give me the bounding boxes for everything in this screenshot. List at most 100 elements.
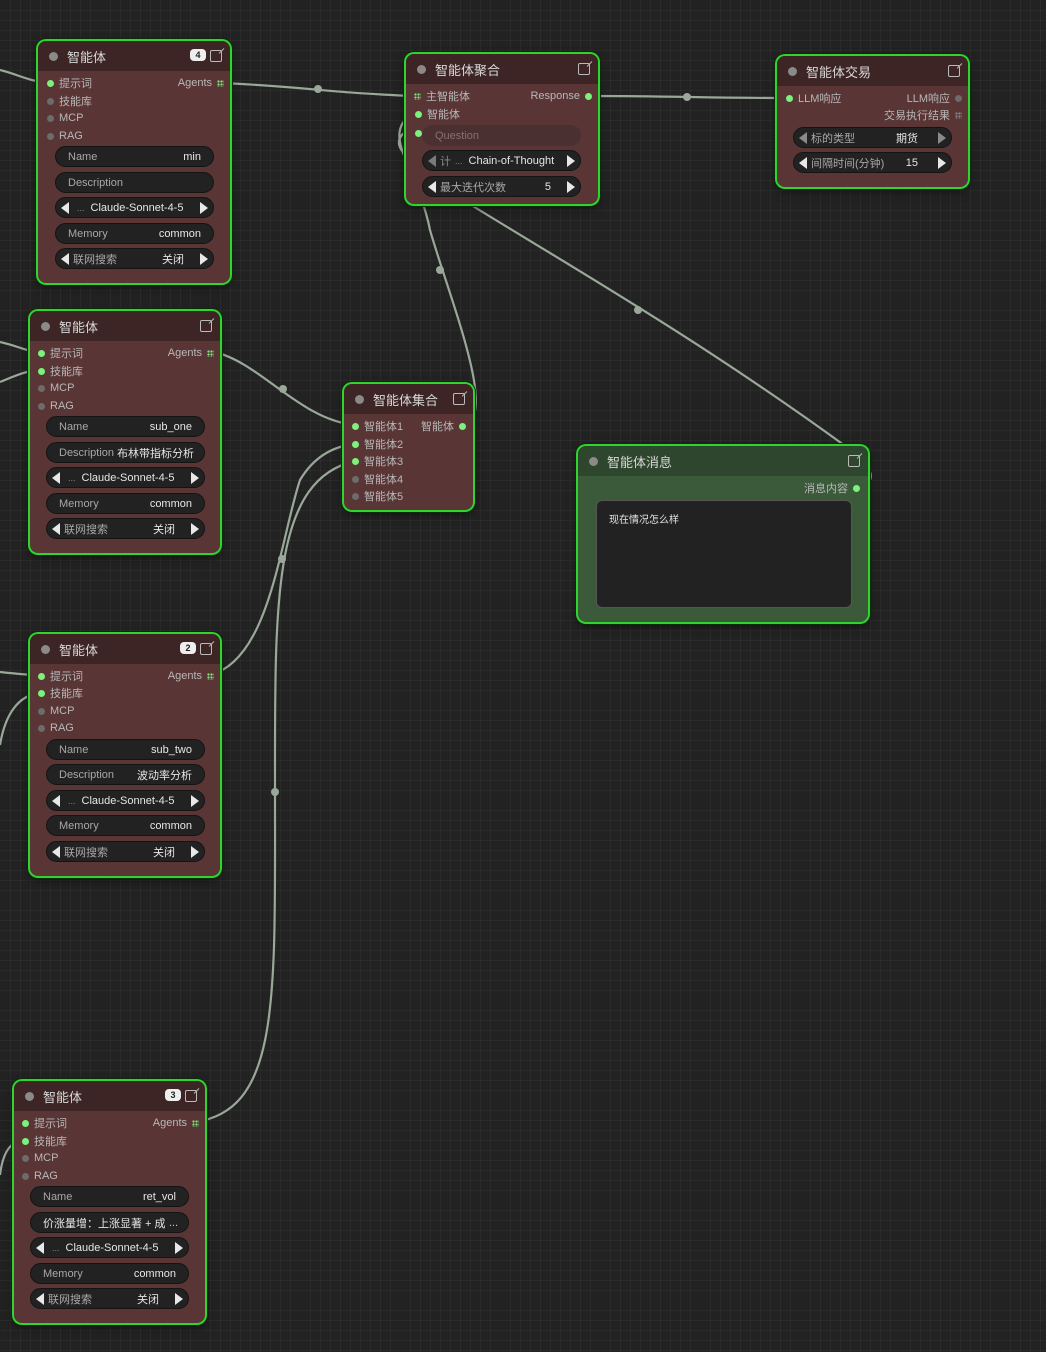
output-port-icon[interactable] [955, 111, 962, 119]
arrow-left-icon[interactable] [52, 471, 60, 484]
input-port-icon[interactable] [415, 110, 422, 118]
input-slot-mcp[interactable]: MCP [22, 1149, 58, 1167]
arrow-right-icon[interactable] [175, 1292, 183, 1305]
input-port-icon[interactable] [47, 132, 54, 140]
edit-icon[interactable] [200, 643, 212, 655]
arrow-right-icon[interactable] [200, 201, 208, 214]
link-midpoint[interactable] [314, 85, 322, 93]
input-port-icon[interactable] [414, 92, 421, 100]
agent-trade-node[interactable]: 智能体交易 LLM响应 LLM响应 交易执行结果 标的类型期货 间隔时间(分钟)… [777, 56, 968, 187]
node-header[interactable]: 智能体集合 [344, 384, 473, 414]
input-port-icon[interactable] [352, 475, 359, 483]
arrow-left-icon[interactable] [36, 1241, 44, 1254]
arrow-right-icon[interactable] [938, 156, 946, 169]
strategy-combo[interactable]: 计...Chain-of-Thought [422, 150, 581, 171]
description-field[interactable]: 价涨量增：上涨显著 + 成... [30, 1212, 189, 1233]
output-port-icon[interactable] [459, 422, 466, 430]
input-port-icon[interactable] [38, 367, 45, 375]
input-port-icon[interactable] [38, 672, 45, 680]
link-midpoint[interactable] [634, 306, 642, 314]
collapse-dot-icon[interactable] [41, 644, 50, 654]
input-slot-main-agent[interactable]: 主智能体 [414, 87, 470, 105]
collapse-dot-icon[interactable] [25, 1091, 34, 1101]
input-port-icon[interactable] [22, 1137, 29, 1145]
input-port-icon[interactable] [352, 422, 359, 430]
input-slot-skills[interactable]: 技能库 [38, 362, 83, 380]
arrow-left-icon[interactable] [428, 154, 436, 167]
collapse-dot-icon[interactable] [41, 321, 50, 331]
message-textarea[interactable]: 现在情况怎么样 [596, 500, 852, 608]
collapse-dot-icon[interactable] [355, 394, 364, 404]
input-slot-prompt[interactable]: 提示词 [38, 667, 83, 685]
input-port-icon[interactable] [352, 440, 359, 448]
input-slot-rag[interactable]: RAG [47, 127, 83, 145]
input-port-icon[interactable] [38, 349, 45, 357]
input-slot-agent[interactable]: 智能体 [415, 105, 460, 123]
input-slot-agent-2[interactable]: 智能体2 [352, 435, 403, 453]
arrow-left-icon[interactable] [799, 156, 807, 169]
websearch-combo[interactable]: 联网搜索关闭 [46, 518, 205, 539]
edit-icon[interactable] [453, 393, 465, 405]
input-slot-rag[interactable]: RAG [38, 397, 74, 415]
input-port-icon[interactable] [47, 79, 54, 87]
node-header[interactable]: 智能体 2 [30, 634, 220, 664]
input-slot-agent-4[interactable]: 智能体4 [352, 470, 403, 488]
output-slot-agents[interactable]: Agents [168, 667, 214, 685]
agent-message-node[interactable]: 智能体消息 消息内容 现在情况怎么样 [578, 446, 868, 622]
collapse-dot-icon[interactable] [49, 51, 58, 61]
arrow-right-icon[interactable] [938, 131, 946, 144]
input-slot-question[interactable] [415, 124, 427, 142]
model-combo[interactable]: ...Claude-Sonnet-4-5 [46, 790, 205, 811]
output-slot-llm-response[interactable]: LLM响应 [907, 89, 962, 107]
input-slot-skills[interactable]: 技能库 [38, 684, 83, 702]
asset-type-combo[interactable]: 标的类型期货 [793, 127, 952, 148]
link-midpoint[interactable] [436, 266, 444, 274]
input-slot-prompt[interactable]: 提示词 [38, 344, 83, 362]
arrow-left-icon[interactable] [428, 180, 436, 193]
input-slot-agent-1[interactable]: 智能体1 [352, 417, 403, 435]
input-port-icon[interactable] [38, 724, 45, 732]
input-port-icon[interactable] [352, 457, 359, 465]
input-port-icon[interactable] [38, 707, 45, 715]
link-midpoint[interactable] [271, 788, 279, 796]
node-header[interactable]: 智能体 [30, 311, 220, 341]
output-port-icon[interactable] [207, 349, 214, 357]
edit-icon[interactable] [848, 455, 860, 467]
model-combo[interactable]: ...Claude-Sonnet-4-5 [55, 197, 214, 218]
collapse-dot-icon[interactable] [417, 64, 426, 74]
link-midpoint[interactable] [683, 93, 691, 101]
output-slot-trade-result[interactable]: 交易执行结果 [884, 106, 962, 124]
edit-icon[interactable] [210, 50, 222, 62]
input-port-icon[interactable] [38, 402, 45, 410]
arrow-left-icon[interactable] [52, 794, 60, 807]
input-port-icon[interactable] [415, 129, 422, 137]
edit-icon[interactable] [578, 63, 590, 75]
input-slot-mcp[interactable]: MCP [38, 379, 74, 397]
arrow-left-icon[interactable] [52, 845, 60, 858]
link-midpoint[interactable] [279, 385, 287, 393]
output-slot-agents[interactable]: Agents [178, 74, 224, 92]
output-port-icon[interactable] [192, 1119, 199, 1127]
arrow-right-icon[interactable] [191, 845, 199, 858]
input-port-icon[interactable] [38, 384, 45, 392]
description-field[interactable]: Description [55, 172, 214, 193]
node-header[interactable]: 智能体交易 [777, 56, 968, 86]
arrow-right-icon[interactable] [191, 794, 199, 807]
input-slot-prompt[interactable]: 提示词 [22, 1114, 67, 1132]
edit-icon[interactable] [200, 320, 212, 332]
collapse-dot-icon[interactable] [589, 456, 598, 466]
arrow-left-icon[interactable] [52, 522, 60, 535]
input-port-icon[interactable] [22, 1119, 29, 1127]
arrow-right-icon[interactable] [567, 154, 575, 167]
output-port-icon[interactable] [585, 92, 592, 100]
agent-collection-node[interactable]: 智能体集合 智能体1 智能体 智能体2 智能体3 智能体4 智能体5 [344, 384, 473, 510]
input-slot-rag[interactable]: RAG [22, 1167, 58, 1185]
